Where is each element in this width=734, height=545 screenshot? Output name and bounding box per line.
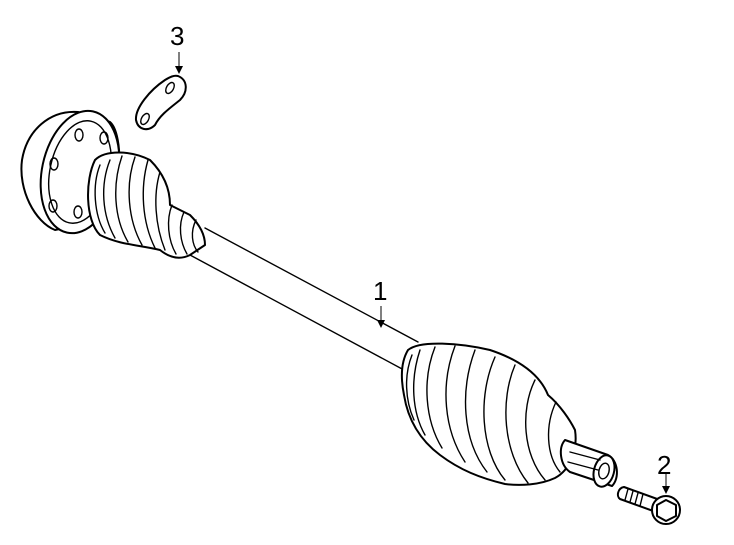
plate-part (134, 74, 187, 131)
leader-arrows (175, 52, 670, 494)
bolt-part (616, 486, 681, 525)
callout-2: 2 (657, 450, 672, 480)
outer-stub (559, 439, 618, 488)
callout-3: 3 (170, 21, 185, 51)
callout-1: 1 (373, 276, 388, 306)
inner-boot (87, 151, 206, 259)
outer-boot (400, 342, 577, 486)
